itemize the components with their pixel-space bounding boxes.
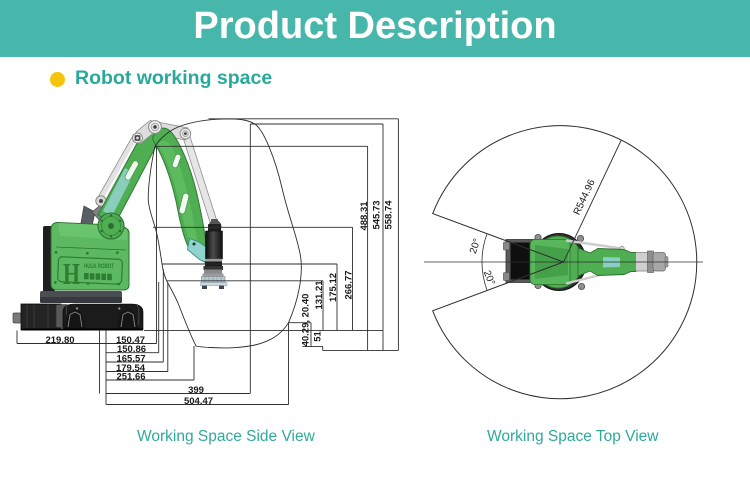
svg-text:266.77: 266.77: [344, 270, 355, 299]
svg-text:175.12: 175.12: [328, 273, 339, 302]
svg-text:504.47: 504.47: [184, 396, 213, 407]
svg-text:251.66: 251.66: [116, 371, 145, 382]
svg-text:40.29, 20.40: 40.29, 20.40: [301, 294, 312, 347]
svg-text:545.73: 545.73: [371, 200, 382, 229]
svg-text:399: 399: [188, 385, 204, 396]
svg-text:488.31: 488.31: [359, 201, 370, 231]
svg-text:51: 51: [313, 331, 324, 342]
svg-text:165.57: 165.57: [116, 353, 145, 364]
svg-text:H: H: [63, 256, 80, 291]
svg-text:558.74: 558.74: [384, 200, 395, 230]
svg-text:179.54: 179.54: [116, 363, 146, 374]
svg-text:20°: 20°: [481, 269, 497, 287]
svg-text:20°: 20°: [468, 237, 483, 255]
svg-text:150.47: 150.47: [116, 335, 145, 346]
svg-text:HULK ROBOT: HULK ROBOT: [84, 263, 114, 270]
svg-text:131.21: 131.21: [314, 280, 325, 310]
svg-text:150.86: 150.86: [117, 344, 146, 355]
svg-text:219.80: 219.80: [45, 335, 74, 346]
